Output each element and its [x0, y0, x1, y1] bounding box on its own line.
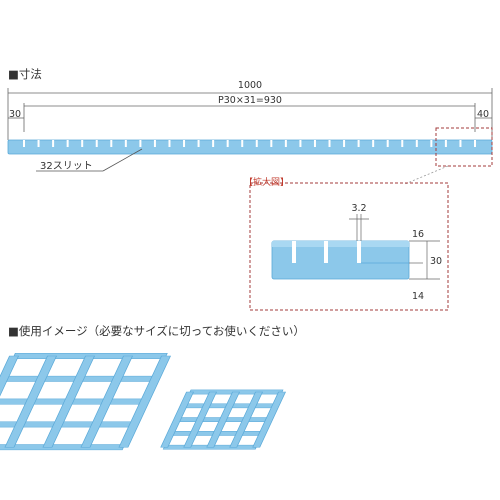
slotted-bar: [7, 139, 493, 155]
bar-slit: [401, 140, 404, 147]
bar-slit: [168, 140, 171, 147]
height-label: 30: [430, 256, 442, 267]
bar-slit: [95, 140, 98, 147]
bar-slit: [110, 140, 113, 147]
grid-bar: [252, 391, 287, 448]
bar-slit: [212, 140, 215, 147]
pitch-formula-label: P30×31=930: [218, 95, 282, 106]
bar-slit: [430, 140, 433, 147]
zoom-slit: [324, 241, 328, 263]
grid-bar: [160, 391, 195, 448]
bar-slit: [81, 140, 84, 147]
bar-slit: [183, 140, 186, 147]
bar-slit: [459, 140, 462, 147]
bar-body: [7, 139, 493, 155]
bar-slit: [313, 140, 316, 147]
slit-width-label: 3.2: [351, 203, 366, 214]
right-margin-label: 40: [477, 109, 489, 120]
bar-slit: [197, 140, 200, 147]
slit-callout-label: 32スリット: [40, 161, 93, 172]
zoom-dimensions: [349, 214, 440, 280]
zoom-connector: [404, 165, 449, 185]
grid-bar: [42, 355, 96, 448]
bar-slit: [357, 140, 360, 147]
grid-bar: [229, 391, 264, 448]
bar-slit: [444, 140, 447, 147]
grid-bar: [4, 355, 58, 448]
bar-slits: [23, 140, 476, 147]
slit-depth-label: 16: [412, 229, 424, 240]
bar-slit: [415, 140, 418, 147]
usage-grid-large: [0, 353, 172, 451]
thickness-label: 14: [412, 291, 424, 302]
bar-slit: [299, 140, 302, 147]
bar-slit: [284, 140, 287, 147]
usage-grid-small: [160, 389, 287, 450]
zoom-slit: [357, 241, 361, 263]
zoom-bar: [271, 240, 410, 280]
bar-slit: [328, 140, 331, 147]
zoom-slit: [292, 241, 296, 263]
grid-bar: [80, 355, 134, 448]
bar-slit: [23, 140, 25, 147]
bar-slit: [124, 140, 127, 147]
bar-slit: [270, 140, 273, 147]
grid-bar: [118, 355, 172, 448]
usage-heading: ■使用イメージ（必要なサイズに切ってお使いください）: [8, 324, 305, 338]
bar-slit: [226, 140, 229, 147]
bar-slit: [66, 140, 69, 147]
dimensions-heading: ■寸法: [8, 67, 42, 81]
bar-slit: [241, 140, 244, 147]
bar-slit: [255, 140, 258, 147]
bar-slit: [153, 140, 156, 147]
grid-bar: [0, 355, 20, 448]
bar-slit: [372, 140, 375, 147]
grid-bar: [183, 391, 218, 448]
bar-slit: [139, 140, 142, 147]
bar-slit: [343, 140, 346, 147]
total-length-label: 1000: [238, 80, 262, 91]
zoom-source-box: [435, 127, 493, 167]
bar-slit: [37, 140, 40, 147]
bar-slit: [52, 140, 55, 147]
slit-callout-line: [102, 148, 143, 172]
zoom-box: [249, 182, 449, 311]
grid-bar: [0, 444, 126, 451]
zoom-title: 【拡大図】: [244, 176, 289, 188]
left-margin-label: 30: [9, 109, 21, 120]
bar-slit: [386, 140, 389, 147]
bar-slit: [474, 140, 476, 147]
overall-dimension: [7, 88, 493, 140]
grid-bar: [206, 391, 241, 448]
